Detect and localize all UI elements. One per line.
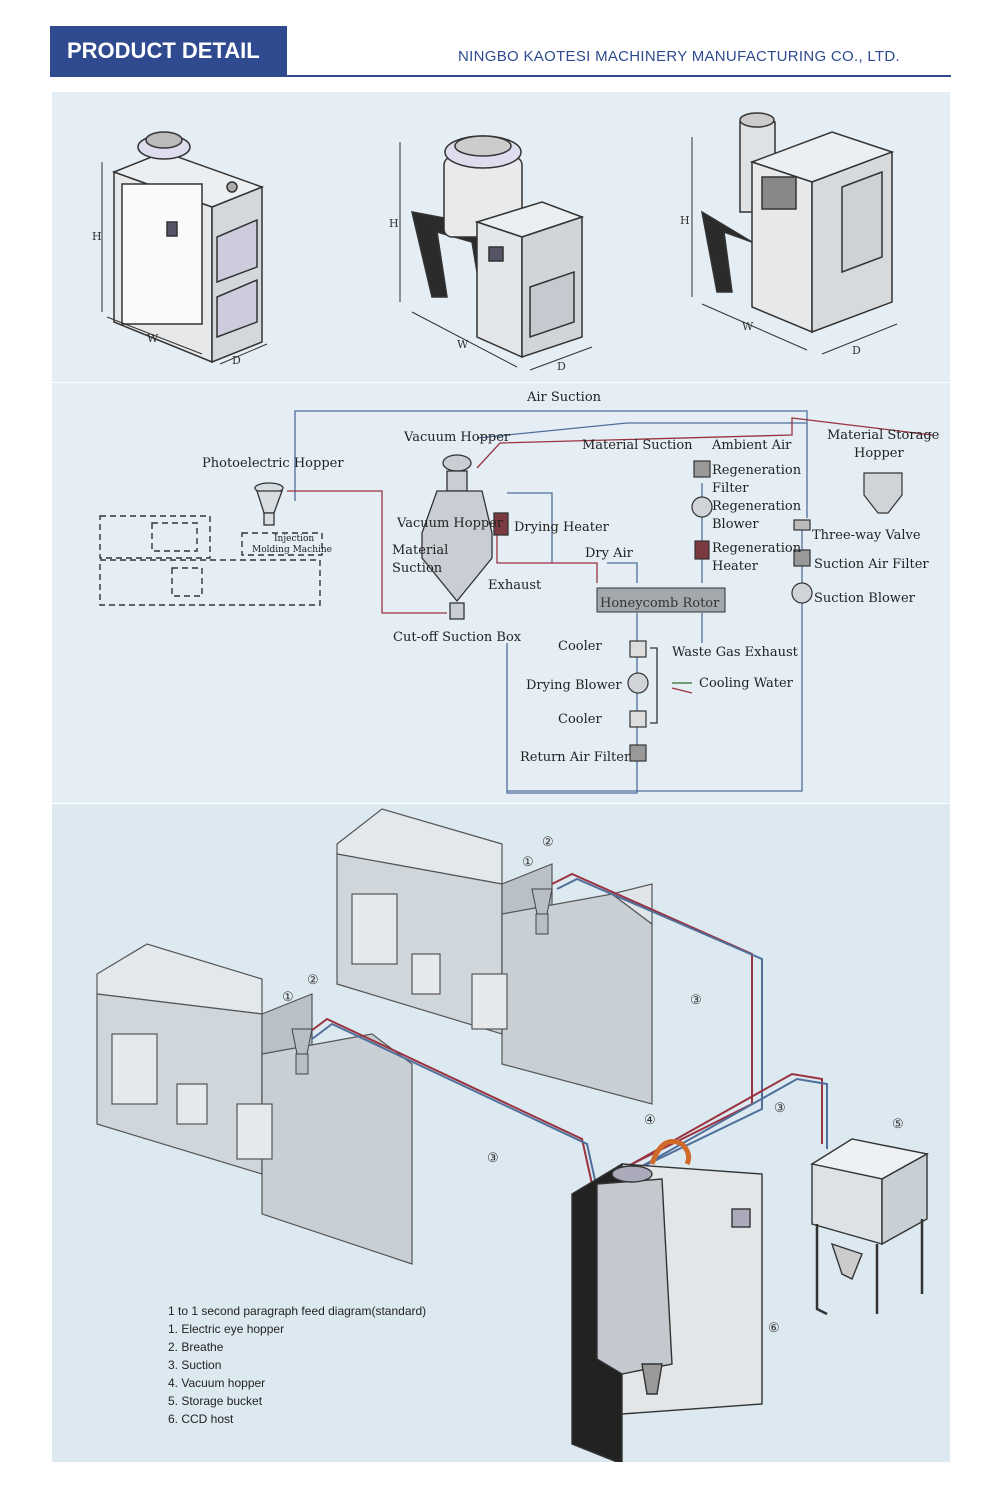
- label-cooler-1: Cooler: [558, 639, 602, 654]
- label-regen-blower-1: Regeneration: [712, 499, 802, 514]
- label-material-storage-1: Material Storage: [827, 428, 940, 443]
- photoelectric-hopper-icon: [254, 482, 284, 526]
- callout-3-b: ③: [774, 1101, 786, 1116]
- label-photoelectric-hopper: Photoelectric Hopper: [202, 456, 344, 471]
- machine-1: [111, 131, 265, 364]
- label-regen-filter-1: Regeneration: [712, 463, 802, 478]
- label-regen-filter-2: Filter: [712, 481, 749, 496]
- legend-item: 6. CCD host: [168, 1412, 234, 1426]
- label-material-suction-top: Material Suction: [582, 438, 693, 453]
- label-cooler-2: Cooler: [558, 712, 602, 727]
- flow-diagram: Air Suction Vacuum Hopper Material Sucti…: [99, 390, 940, 794]
- label-injection-2: Molding Machine: [252, 545, 332, 555]
- flow-panel: Air Suction Vacuum Hopper Material Sucti…: [52, 383, 950, 803]
- dim-h-3: H: [680, 214, 690, 227]
- label-vacuum-hopper-mid: Vacuum Hopper: [396, 516, 504, 531]
- legend-item: 1. Electric eye hopper: [168, 1322, 285, 1336]
- dim-w-2: W: [457, 338, 469, 351]
- machine-2: [411, 135, 585, 359]
- dimension-lines-3: [691, 137, 898, 355]
- label-honeycomb-rotor: Honeycomb Rotor: [600, 596, 720, 611]
- legend-item: 5. Storage bucket: [168, 1394, 263, 1408]
- label-three-way-valve: Three-way Valve: [812, 528, 921, 543]
- machine-illustrations: H W D H W D: [92, 112, 898, 373]
- company-name: NINGBO KAOTESI MACHINERY MANUFACTURING C…: [458, 48, 900, 65]
- label-suction-blower: Suction Blower: [814, 591, 916, 606]
- vacuum-hopper-icon: [421, 454, 509, 620]
- legend: 1 to 1 second paragraph feed diagram(sta…: [168, 1302, 426, 1428]
- label-vacuum-hopper-top: Vacuum Hopper: [403, 430, 511, 445]
- label-dry-air: Dry Air: [585, 546, 634, 561]
- label-exhaust: Exhaust: [488, 578, 542, 593]
- flow-pipes: [287, 410, 933, 794]
- dim-h-1: H: [92, 230, 102, 243]
- callout-5: ⑤: [892, 1117, 904, 1132]
- installation-panel: ① ② ① ② ③ ③ ③ ④ ⑤ ⑥: [52, 804, 950, 1466]
- cooling-components: [627, 640, 649, 762]
- label-regen-heater-2: Heater: [712, 559, 759, 574]
- label-regen-blower-2: Blower: [712, 517, 759, 532]
- legend-item: 2. Breathe: [168, 1340, 224, 1354]
- honeycomb-rotor-box: [596, 587, 726, 613]
- label-material-suction-1: Material: [392, 543, 448, 558]
- callout-2-back: ②: [542, 835, 554, 850]
- callout-6: ⑥: [768, 1321, 780, 1336]
- machine-panel: H W D H W D: [52, 92, 950, 382]
- machine-3: [700, 112, 895, 334]
- callout-2-front: ②: [307, 973, 319, 988]
- storage-bucket: [810, 1138, 930, 1316]
- label-return-air-filter: Return Air Filter: [520, 750, 631, 765]
- label-material-suction-2: Suction: [392, 561, 443, 576]
- dimension-lines-1: [101, 162, 268, 365]
- callout-3-c: ③: [487, 1151, 499, 1166]
- legend-item: 4. Vacuum hopper: [168, 1376, 266, 1390]
- injection-machine-front: [96, 943, 413, 1265]
- dimension-lines-2: [399, 142, 593, 371]
- label-drying-heater: Drying Heater: [514, 520, 610, 535]
- label-material-storage-2: Hopper: [854, 446, 905, 461]
- callout-4: ④: [644, 1113, 656, 1128]
- label-injection-1: Injection: [274, 534, 314, 544]
- injection-molding-machine: [99, 515, 323, 606]
- label-regen-heater-1: Regeneration: [712, 541, 802, 556]
- label-waste-gas-exhaust: Waste Gas Exhaust: [672, 645, 799, 660]
- callout-1-back: ①: [522, 855, 534, 870]
- regen-components: [691, 460, 903, 604]
- label-ambient-air: Ambient Air: [711, 438, 792, 453]
- label-air-suction: Air Suction: [526, 390, 602, 405]
- callout-1-front: ①: [282, 990, 294, 1005]
- label-cooling-water: Cooling Water: [699, 676, 794, 691]
- label-cutoff-suction-box: Cut-off Suction Box: [393, 630, 522, 645]
- dim-d-2: D: [557, 360, 566, 373]
- installation-diagram: ① ② ① ② ③ ③ ③ ④ ⑤ ⑥: [96, 808, 930, 1466]
- callout-3-a: ③: [690, 993, 702, 1008]
- page-title: PRODUCT DETAIL: [50, 26, 287, 76]
- dim-d-1: D: [232, 354, 241, 367]
- dim-h-2: H: [389, 217, 399, 230]
- legend-item: 3. Suction: [168, 1358, 222, 1372]
- legend-title: 1 to 1 second paragraph feed diagram(sta…: [168, 1304, 427, 1318]
- dim-d-3: D: [852, 344, 861, 357]
- label-drying-blower: Drying Blower: [526, 678, 622, 693]
- dryer-main-unit: [571, 1162, 763, 1466]
- electric-eye-hoppers: [291, 888, 553, 1075]
- installation-pipes: [306, 872, 828, 1190]
- dim-w-3: W: [742, 320, 754, 333]
- label-suction-air-filter: Suction Air Filter: [814, 557, 929, 572]
- dim-w-1: W: [147, 332, 159, 345]
- header-rule: [50, 75, 951, 77]
